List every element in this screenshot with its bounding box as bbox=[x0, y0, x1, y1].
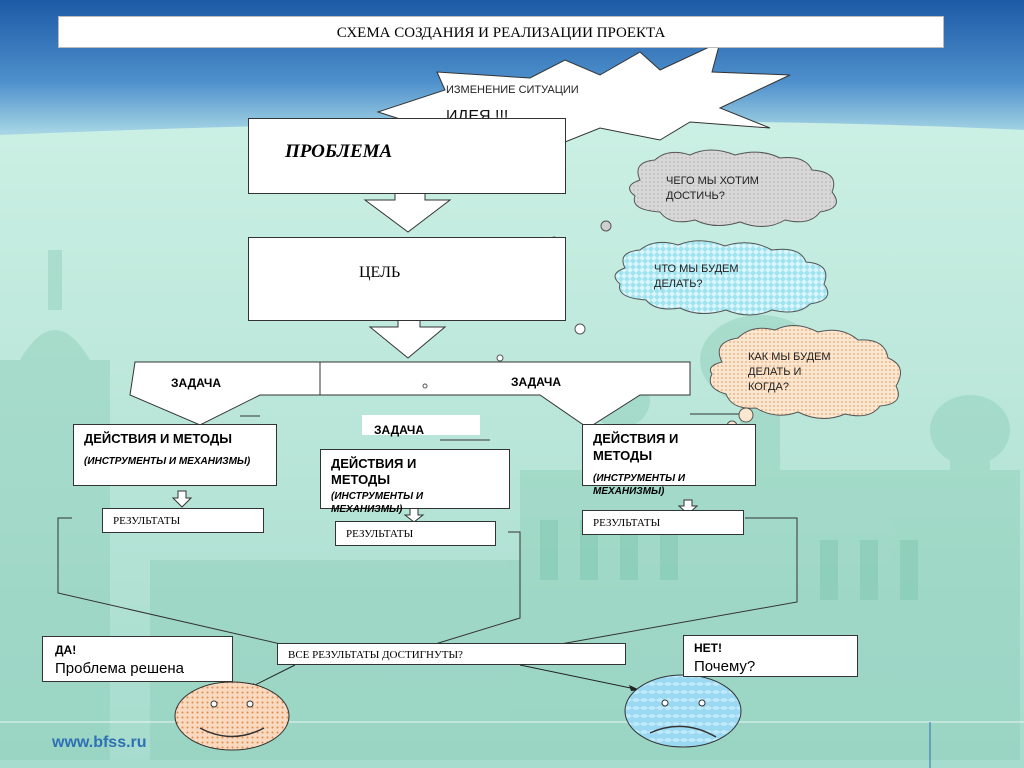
yes-label: ДА! bbox=[55, 643, 77, 657]
actions-box-left: ДЕЙСТВИЯ И МЕТОДЫ (ИНСТРУМЕНТЫ И МЕХАНИЗ… bbox=[73, 424, 277, 486]
arrow-small-left bbox=[171, 490, 193, 508]
no-label: НЕТ! bbox=[694, 641, 722, 655]
actions-sub: (ИНСТРУМЕНТЫ И МЕХАНИЗМЫ) bbox=[84, 456, 251, 467]
results-box-right: РЕЗУЛЬТАТЫ bbox=[582, 510, 744, 535]
actions-title: ДЕЙСТВИЯ И МЕТОДЫ bbox=[331, 456, 417, 487]
task-label-right: ЗАДАЧА bbox=[511, 375, 562, 389]
actions-sub: (ИНСТРУМЕНТЫ И МЕХАНИЗМЫ) bbox=[331, 491, 424, 515]
yes-box: ДА! Проблема решена bbox=[42, 636, 233, 682]
bubble bbox=[738, 407, 754, 423]
actions-box-middle: ДЕЙСТВИЯ И МЕТОДЫ (ИНСТРУМЕНТЫ И МЕХАНИЗ… bbox=[320, 449, 510, 515]
actions-sub: (ИНСТРУМЕНТЫ И МЕХАНИЗМЫ) bbox=[593, 473, 686, 497]
goal-box: ЦЕЛЬ bbox=[248, 237, 566, 321]
no-box: НЕТ! Почему? bbox=[683, 635, 858, 677]
burst-line-1: ИЗМЕНЕНИЕ СИТУАЦИИ bbox=[446, 84, 579, 96]
arrow-small-middle bbox=[403, 507, 425, 523]
arrow-problem-to-goal bbox=[363, 192, 452, 233]
problem-label: ПРОБЛЕМА bbox=[285, 141, 393, 162]
no-text: Почему? bbox=[694, 658, 756, 675]
arrow-goal-to-tasks bbox=[368, 319, 447, 359]
sad-face-icon bbox=[624, 674, 742, 748]
bubble bbox=[600, 220, 612, 232]
actions-box-right: ДЕЙСТВИЯ И МЕТОДЫ (ИНСТРУМЕНТЫ И МЕХАНИЗ… bbox=[582, 424, 756, 497]
cloud-1-shape bbox=[629, 149, 837, 227]
bubble bbox=[422, 383, 428, 389]
bubble bbox=[574, 323, 586, 335]
page-title: СХЕМА СОЗДАНИЯ И РЕАЛИЗАЦИИ ПРОЕКТА bbox=[58, 16, 944, 48]
task-arrow-right bbox=[319, 361, 691, 429]
task-middle-box bbox=[362, 415, 480, 435]
connector-right bbox=[554, 517, 798, 646]
results-box-middle: РЕЗУЛЬТАТЫ bbox=[335, 521, 496, 546]
all-results-box: ВСЕ РЕЗУЛЬТАТЫ ДОСТИГНУТЫ? bbox=[277, 643, 626, 665]
results-box-left: РЕЗУЛЬТАТЫ bbox=[102, 508, 264, 533]
cloud-2-shape bbox=[614, 240, 829, 316]
happy-face-icon bbox=[174, 681, 290, 751]
task-label-left: ЗАДАЧА bbox=[171, 376, 222, 390]
footer-url-link[interactable]: www.bfss.ru bbox=[52, 734, 147, 751]
cloud-3-shape bbox=[709, 325, 901, 419]
actions-title: ДЕЙСТВИЯ И МЕТОДЫ bbox=[593, 431, 679, 463]
yes-text: Проблема решена bbox=[55, 660, 184, 677]
connector-middle bbox=[431, 531, 521, 646]
task-label-middle: ЗАДАЧА bbox=[374, 423, 425, 437]
connector-left bbox=[57, 517, 286, 646]
goal-label: ЦЕЛЬ bbox=[359, 264, 401, 281]
bubble bbox=[496, 354, 504, 362]
problem-box: ПРОБЛЕМА bbox=[248, 118, 566, 194]
actions-title: ДЕЙСТВИЯ И МЕТОДЫ bbox=[84, 431, 232, 446]
